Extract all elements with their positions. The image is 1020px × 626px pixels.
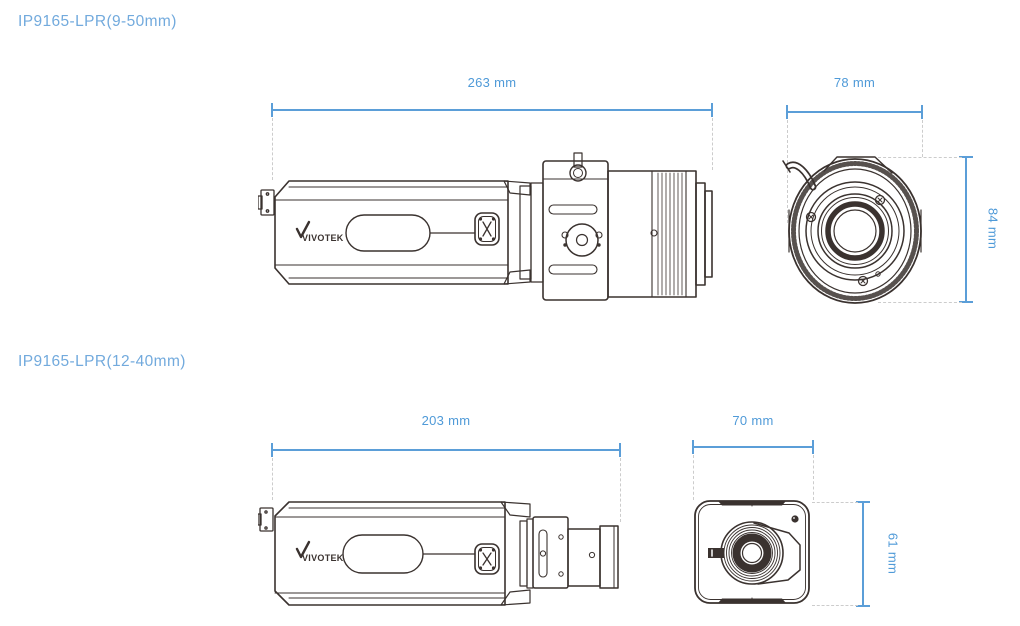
model1-height-dimension-line <box>959 156 973 303</box>
screw <box>791 515 799 523</box>
dimension-tick <box>959 301 973 303</box>
dimension-tick <box>271 443 273 457</box>
lens-barrel <box>607 170 713 298</box>
extension-line <box>272 458 273 500</box>
dimension-tick <box>856 605 870 607</box>
lens <box>720 521 784 585</box>
model2-width-label: 70 mm <box>732 413 774 428</box>
model1-width-label: 78 mm <box>833 75 876 90</box>
bnc-connector <box>258 507 274 532</box>
extension-line <box>712 118 713 170</box>
vivotek-logo: VIVOTEK <box>295 220 344 243</box>
screw <box>874 194 886 206</box>
dimension-tick <box>786 105 788 119</box>
model1-width-dimension-line <box>786 105 923 119</box>
dimension-tick <box>959 156 973 158</box>
model2-title: IP9165-LPR(12-40mm) <box>18 353 186 370</box>
iris-connector-button <box>474 543 500 575</box>
extension-line <box>693 455 694 500</box>
camera-body-side: VIVOTEK <box>258 152 713 301</box>
extension-line <box>812 502 858 503</box>
extension-line <box>878 157 962 158</box>
screw <box>805 211 817 223</box>
extension-line <box>620 458 621 522</box>
dimension-tick <box>711 103 713 117</box>
model1-side-view-drawing: VIVOTEK <box>258 152 713 301</box>
camera-front-view <box>694 500 810 604</box>
model2-side-view-drawing: VIVOTEK <box>258 501 619 606</box>
extension-line <box>878 302 962 303</box>
model2-height-label: 61 mm <box>885 532 901 575</box>
model1-length-label: 263 mm <box>467 75 517 90</box>
vivotek-logo: VIVOTEK <box>295 540 344 563</box>
model2-front-view-drawing <box>694 500 810 604</box>
model1-front-view-drawing <box>782 156 922 304</box>
dimension-tick <box>692 440 694 454</box>
model2-length-dimension-line <box>271 443 621 457</box>
model1-length-dimension-line <box>271 103 713 117</box>
bnc-connector <box>258 189 275 216</box>
model2-height-dimension-line <box>856 501 870 607</box>
vivotek-logo-text: VIVOTEK <box>302 553 344 563</box>
lens-mount-bracket <box>532 516 569 589</box>
model1-height-label: 84 mm <box>985 207 1001 250</box>
extension-line <box>812 605 858 606</box>
model2-length-label: 203 mm <box>421 413 471 428</box>
extension-line <box>922 120 923 157</box>
model2-width-dimension-line <box>692 440 814 454</box>
camera-body-side: VIVOTEK <box>258 501 619 606</box>
dimension-tick <box>619 443 621 457</box>
lens-front-view <box>782 156 922 304</box>
screw <box>857 275 869 287</box>
iris-connector-button <box>474 212 500 246</box>
lens-mount-bracket <box>542 152 609 301</box>
dimension-tick <box>856 501 870 503</box>
extension-line <box>787 120 788 223</box>
dimension-tick <box>271 103 273 117</box>
dimension-tick <box>921 105 923 119</box>
extension-line <box>272 118 273 180</box>
dimension-tick <box>812 440 814 454</box>
vivotek-logo-text: VIVOTEK <box>302 233 344 243</box>
focus-lever <box>708 548 724 558</box>
model1-title: IP9165-LPR(9-50mm) <box>18 13 177 30</box>
extension-line <box>813 455 814 500</box>
lens-barrel <box>567 525 619 589</box>
